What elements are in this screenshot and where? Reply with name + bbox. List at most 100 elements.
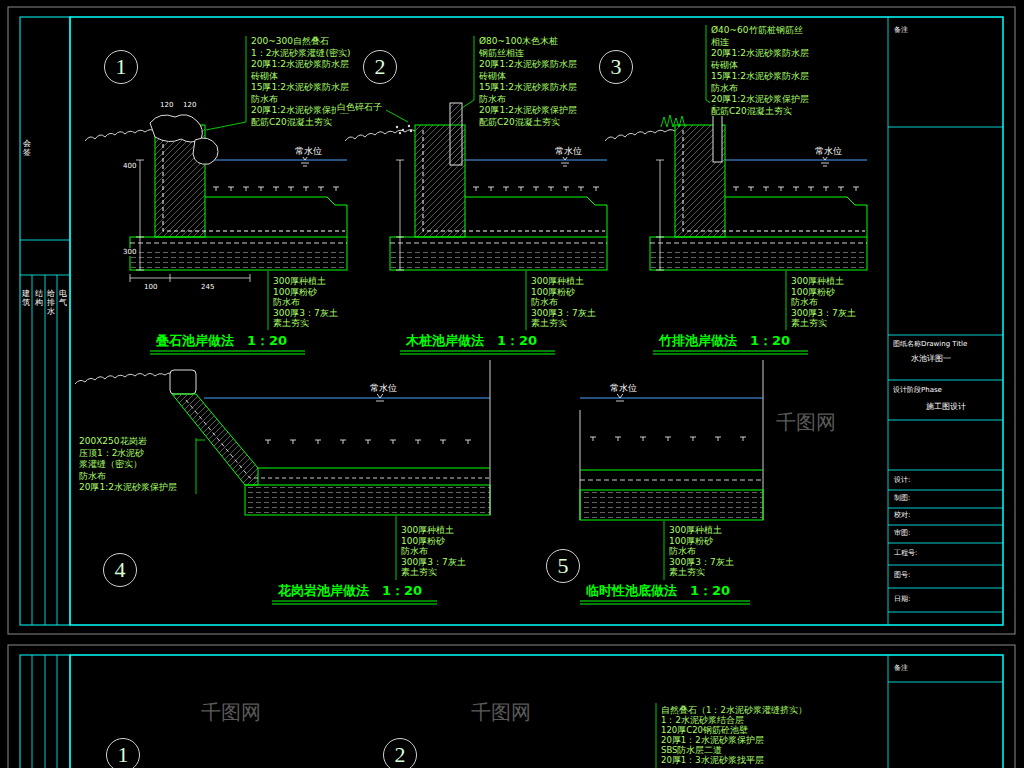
callout-number: 1 [118,744,129,766]
callout-number: 2 [375,56,386,78]
callout-text: Ø40~60竹筋桩钢筋丝 [710,25,804,36]
section-number-circle: 1 [104,50,138,84]
title-block-text: 设计: [893,476,911,484]
callout-text: 相连 [710,37,730,48]
callout-text: 砖砌体 [710,60,739,71]
callout-text: 素土夯实 [400,567,438,578]
callout-text: 配筋C20混凝土夯实 [250,117,333,128]
dimension-text: 100 [143,283,158,291]
callout-text: 1：2水泥砂浆结合层 [660,715,745,725]
callout-text: 120厚C20钢筋砼池壁 [660,725,749,735]
vertical-text: 建筑 [22,290,30,308]
callout-text: 20厚1：2水泥砂浆保护层 [660,735,765,745]
callout-text: 1：2水泥砂浆灌缝(密实) [250,48,351,59]
callout-number: 2 [395,744,406,766]
callout-text: Ø80~100木色木桩 [478,36,559,47]
callout-text: 300厚种植土 [272,276,327,287]
section-title: 叠石池岸做法 1：20 [155,333,288,349]
section-number-circle: 2 [363,50,397,84]
callout-text: 20厚1:2水泥砂浆保护层 [710,94,810,105]
section-number-circle: 5 [546,549,580,583]
callout-text: 300厚3：7灰土 [668,557,735,568]
callout-text: 200~300自然叠石 [250,36,330,47]
water-level-label: 常水位 [609,383,638,394]
section-title: 花岗岩池岸做法 1：20 [277,583,423,599]
callout-text: 防水布 [710,83,739,94]
title-block-text: 施工图设计 [925,402,967,412]
callout-text: 防水布 [400,546,429,557]
section-title: 临时性池底做法 1：20 [585,583,731,599]
title-block-text: 校对: [893,511,911,519]
callout-text: 100厚粉砂 [668,536,714,547]
callout-text: 压顶1：2水泥砂 [78,448,145,459]
section-title: 木桩池岸做法 1：20 [405,333,538,349]
callout-text: 素土夯实 [790,318,828,329]
callout-text: 砖砌体 [250,71,279,82]
section-number-circle: 2 [383,738,417,768]
title-block-text: 备注 [893,664,909,672]
callout-text: 素土夯实 [272,318,310,329]
dimension-text: 300 [122,248,137,256]
callout-text: 300厚3：7灰土 [530,308,597,319]
title-block-text: 备注 [893,26,909,34]
callout-text: 15厚1:2水泥砂浆防水层 [478,82,578,93]
callout-text: 钢筋丝相连 [478,48,525,59]
callout-text: 防水布 [530,297,559,308]
title-block-text: 设计阶段Phase [892,386,943,394]
callout-text: 300厚3：7灰土 [790,308,857,319]
callout-number: 4 [115,559,126,581]
callout-text: 20厚1:2水泥砂浆防水层 [250,59,350,70]
title-block-text: 日期: [893,595,911,603]
water-level-label: 常水位 [369,383,398,394]
callout-text: 300厚种植土 [668,525,723,536]
callout-text: 100厚粉砂 [790,287,836,298]
callout-text: 300厚种植土 [530,276,585,287]
callout-text: 300厚3：7灰土 [400,557,467,568]
callout-text: 100厚粉砂 [272,287,318,298]
callout-text: 砖砌体 [478,71,507,82]
callout-text: 20厚1:2水泥砂浆防水层 [710,48,810,59]
callout-text: 防水布 [668,546,697,557]
title-block-text: 审图: [893,529,911,537]
section-number-circle: 1 [106,738,140,768]
title-block-text: 水池详图一 [910,354,952,364]
callout-text: 防水布 [272,297,301,308]
dimension-text: 245 [200,283,215,291]
vertical-text: 给排水 [47,290,55,316]
water-level-label: 常水位 [814,146,843,157]
callout-text: 300厚种植土 [790,276,845,287]
callout-text: 20厚1：3水泥砂浆找平层 [660,755,765,765]
title-block-text: 图号: [893,571,911,579]
vertical-text: 结构 [35,290,43,308]
callout-number: 5 [558,555,569,577]
callout-text: 配筋C20混凝土夯实 [710,106,793,117]
callout-text: SBS防水层二道 [660,745,723,755]
vertical-text: 电气 [59,290,67,308]
watermark: 千图网 [470,700,532,724]
watermark: 千图网 [200,700,262,724]
callout-text: 自然叠石（1：2水泥砂浆灌缝挤实） [660,705,808,715]
callout-text: 20厚1:2水泥砂浆保护层 [78,482,178,493]
water-level-label: 常水位 [554,146,583,157]
callout-text: 15厚1:2水泥砂浆防水层 [710,71,810,82]
title-block-text: 图纸名称Drawing Title [892,340,968,348]
callout-text: 20厚1:2水泥砂浆保护层 [478,105,578,116]
watermark: 千图网 [775,410,837,434]
callout-text: 防水布 [478,94,507,105]
section-title: 竹排池岸做法 1：20 [658,333,791,349]
callout-text: 素土夯实 [530,318,568,329]
callout-text: 100厚粉砂 [530,287,576,298]
callout-text: 20厚1:2水泥砂浆保护层 [250,105,350,116]
callout-text: 配筋C20混凝土夯实 [478,117,561,128]
title-block-text: 制图: [893,494,911,502]
callout-text: 300厚3：7灰土 [272,308,339,319]
section-number-circle: 4 [103,553,137,587]
callout-text: 200X250花岗岩 [78,436,148,447]
dimension-text: 120 [159,101,174,109]
callout-text: 防水布 [78,471,107,482]
callout-number: 3 [611,56,622,78]
callout-text: 素土夯实 [668,567,706,578]
dimension-text: 400 [122,162,137,170]
section-number-circle: 3 [599,50,633,84]
